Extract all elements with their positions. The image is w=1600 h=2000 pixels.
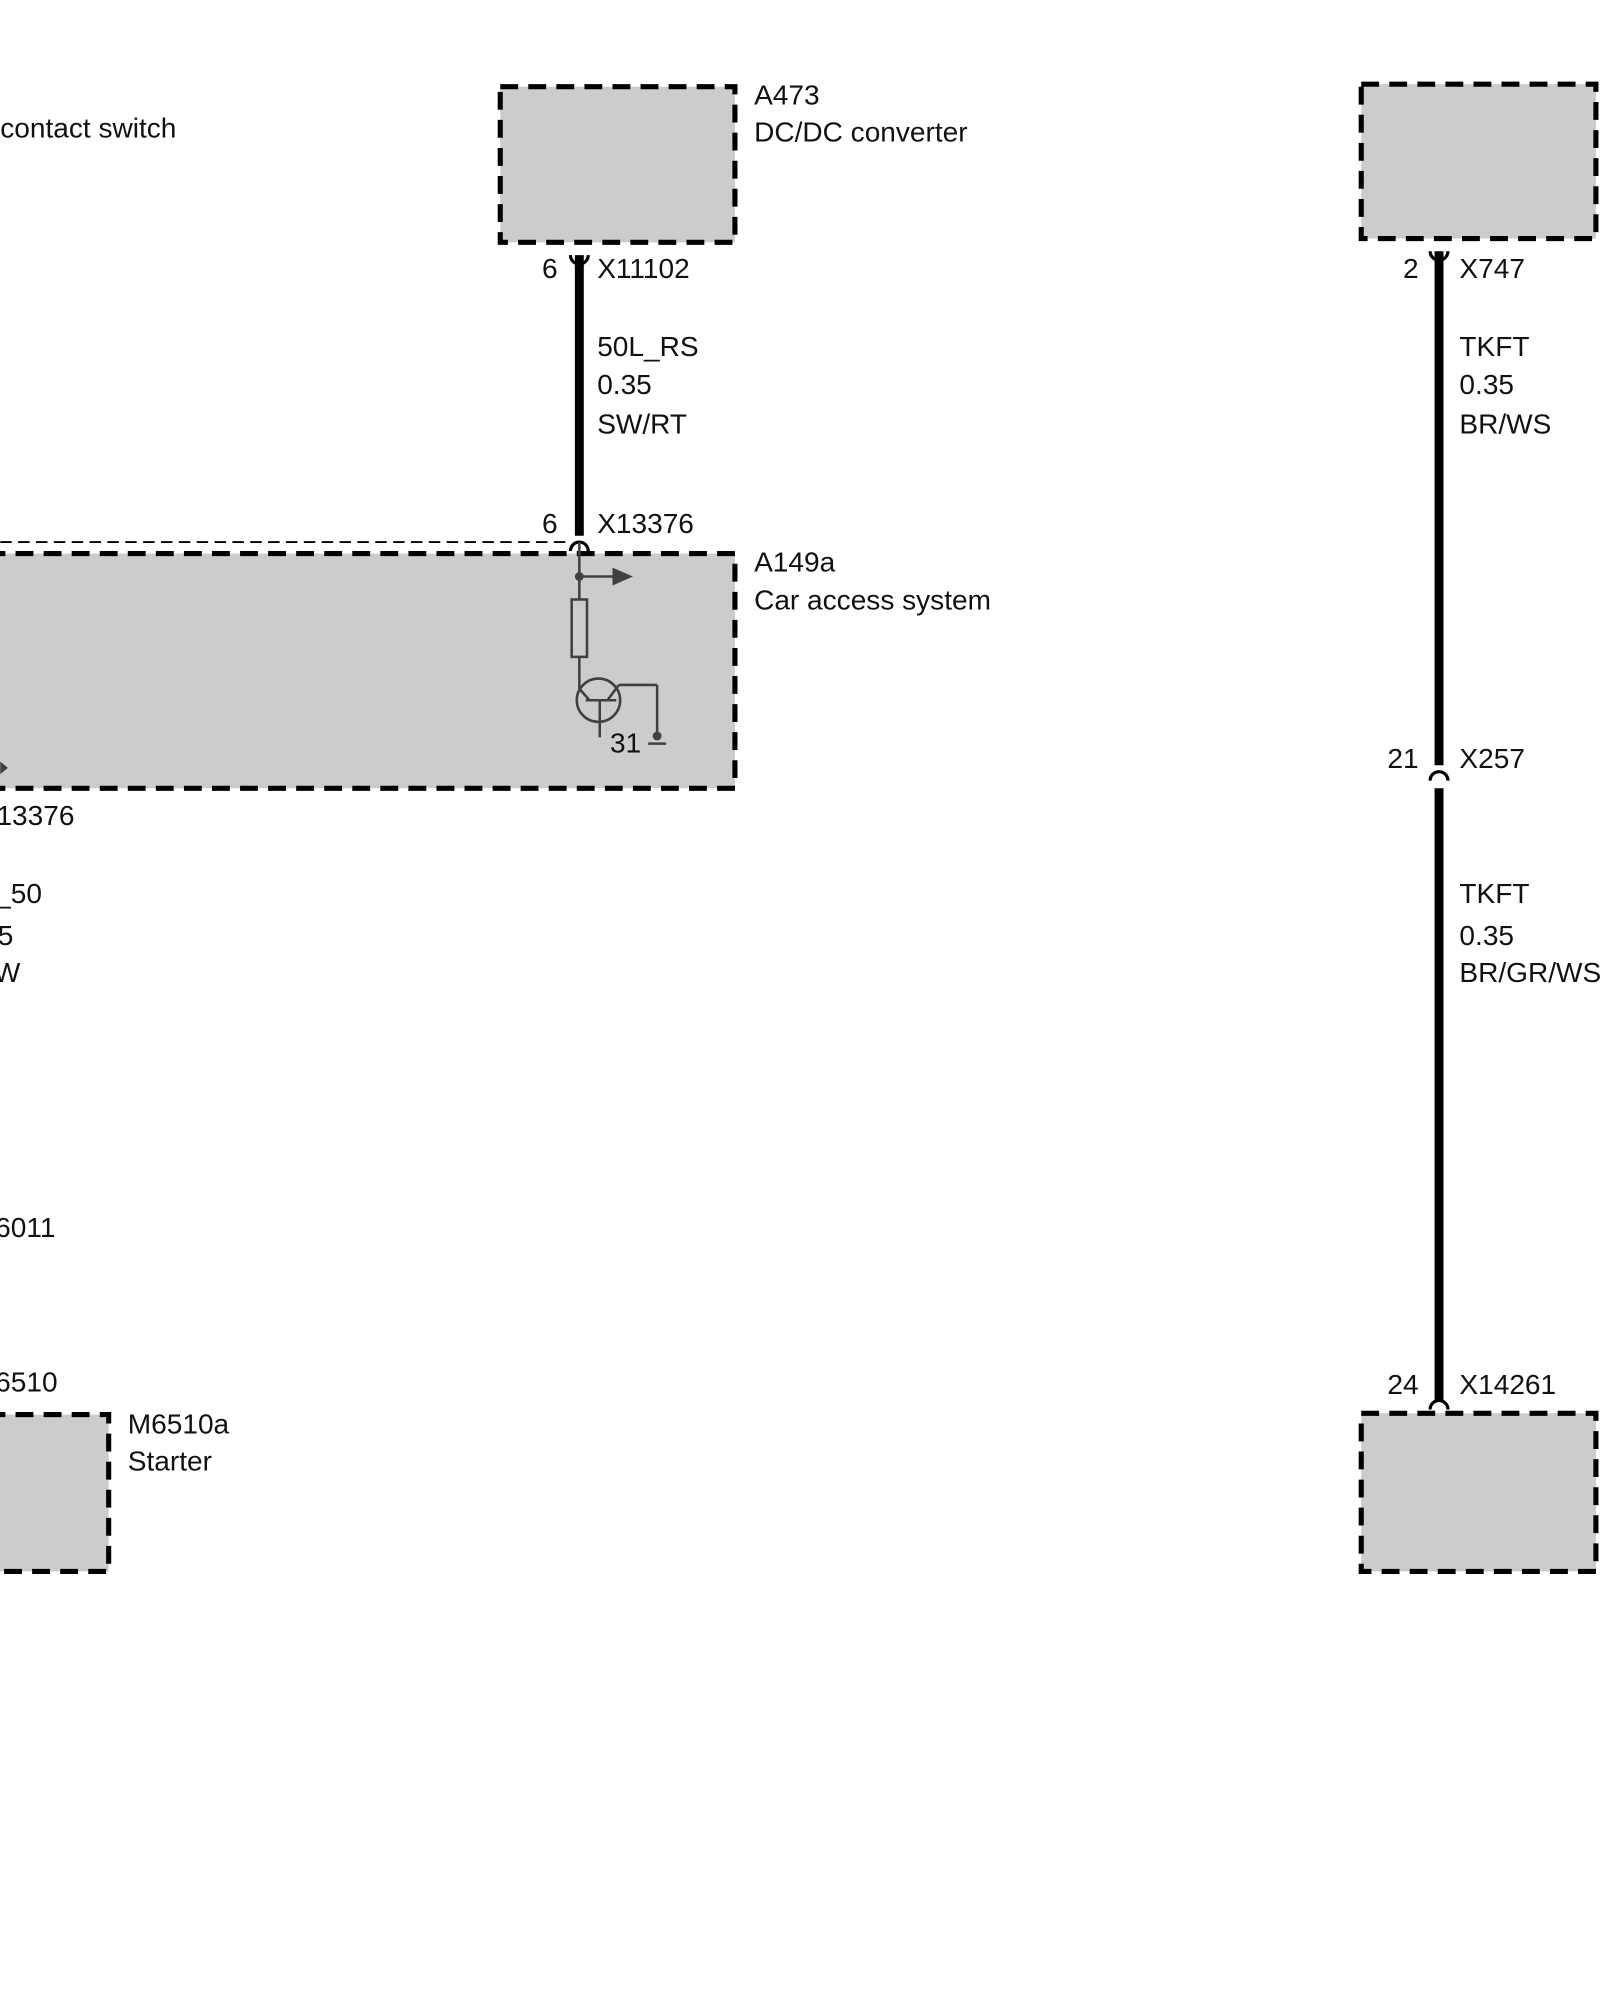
left-connector-label: 13376 — [0, 800, 74, 831]
wire1-color: SW/RT — [597, 409, 687, 440]
right-mid-connector: X257 — [1459, 743, 1525, 774]
left-connector-bottom: 6510 — [0, 1367, 58, 1398]
wire-bottom-size: 0.35 — [1459, 920, 1514, 951]
left-wire-size: 5 — [0, 920, 13, 951]
a149a-pin: 6 — [542, 508, 558, 539]
right-top-module-box — [1358, 81, 1599, 242]
left-wire-color: W — [0, 957, 21, 988]
m6510a-module-box — [0, 1411, 112, 1574]
switch-label: contact switch — [0, 113, 176, 144]
wire-top-color: BR/WS — [1459, 409, 1551, 440]
m6510a-name: Starter — [128, 1446, 212, 1477]
wire-bottom-name: TKFT — [1459, 878, 1529, 909]
right-bottom-connector: X14261 — [1459, 1369, 1556, 1400]
m6510a-id: M6510a — [128, 1409, 230, 1440]
wire-bottom-color: BR/GR/WS — [1459, 957, 1600, 988]
a473-pin: 6 — [542, 253, 558, 284]
wire-top-name: TKFT — [1459, 331, 1529, 362]
left-arrow-icon — [0, 761, 8, 775]
right-bottom-pin: 24 — [1387, 1369, 1418, 1400]
transistor-icon — [575, 677, 622, 724]
signal-arrow-icon — [612, 567, 633, 586]
a149a-module-box — [0, 551, 738, 791]
a473-id: A473 — [754, 80, 820, 111]
wire-top-size: 0.35 — [1459, 369, 1514, 400]
a149a-name: Car access system — [754, 585, 991, 616]
a149a-connector: X13376 — [597, 508, 694, 539]
a473-name: DC/DC converter — [754, 117, 968, 148]
wire1-name: 50L_RS — [597, 331, 698, 362]
a473-module-box — [497, 84, 738, 245]
connector-cap — [1428, 770, 1450, 781]
a473-connector: X11102 — [597, 253, 690, 284]
wire1-size: 0.35 — [597, 369, 652, 400]
right-top-connector: X747 — [1459, 253, 1525, 284]
right-top-pin: 2 — [1403, 253, 1419, 284]
right-bottom-module-box — [1358, 1410, 1599, 1574]
left-wire-name: _50 — [0, 878, 42, 909]
connector-cap — [1428, 1398, 1450, 1410]
right-mid-pin: 21 — [1387, 743, 1418, 774]
internal-circuit: 31 — [570, 542, 667, 759]
a149a-id: A149a — [754, 546, 836, 577]
ground-label: 31 — [610, 728, 641, 759]
left-connector-mid: 6011 — [0, 1212, 55, 1243]
